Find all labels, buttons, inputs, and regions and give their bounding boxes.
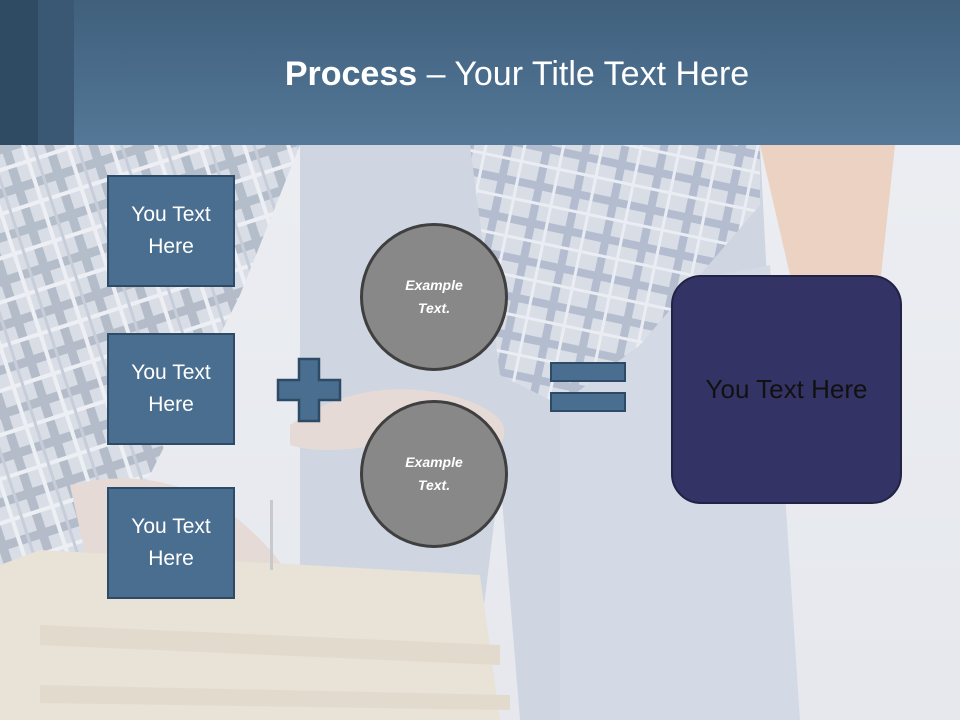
slide-title-bold: Process (284, 55, 418, 93)
plus-icon[interactable] (276, 357, 342, 423)
input-box-3-label: You Text Here (131, 515, 211, 570)
input-box-2[interactable]: You Text Here (107, 333, 235, 445)
title-bar-accent-mid (38, 0, 74, 145)
equals-icon-top-bar[interactable] (550, 362, 626, 382)
result-box-label: You Text Here (705, 374, 868, 404)
result-box[interactable]: You Text Here (671, 275, 902, 504)
example-circle-2-label: Example Text. (405, 454, 463, 493)
slide-title-rest: – Your Title Text Here (417, 55, 750, 93)
equals-icon-bottom-bar[interactable] (550, 392, 626, 412)
example-circle-1-label: Example Text. (405, 277, 463, 316)
input-box-1[interactable]: You Text Here (107, 175, 235, 287)
input-box-1-label: You Text Here (131, 203, 211, 258)
title-bar-accent-dark (0, 0, 38, 145)
input-box-2-label: You Text Here (131, 361, 211, 416)
slide-title[interactable]: Process – Your Title Text Here (74, 52, 960, 96)
example-circle-1[interactable]: Example Text. (360, 223, 508, 371)
title-bar: Process – Your Title Text Here (0, 0, 960, 145)
input-box-3[interactable]: You Text Here (107, 487, 235, 599)
example-circle-2[interactable]: Example Text. (360, 400, 508, 548)
